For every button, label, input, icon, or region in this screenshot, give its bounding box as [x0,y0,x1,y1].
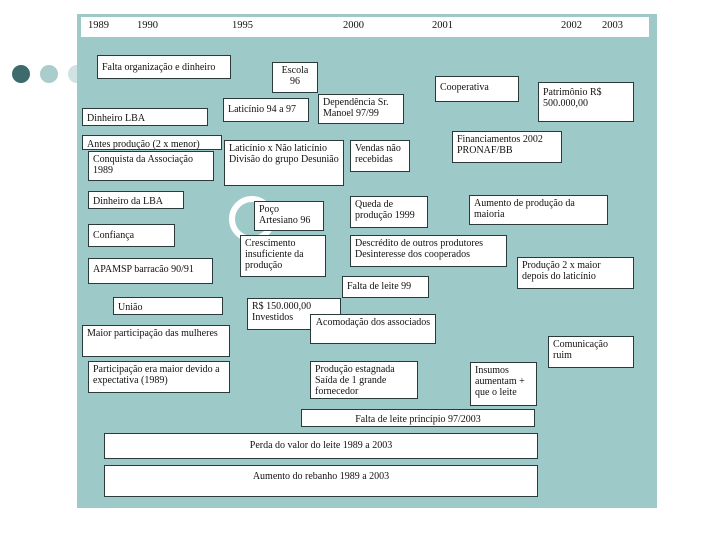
box-maior-participacao: Maior participação das mulheres [82,325,230,357]
box-text: Descrédito de outros produtores Desinter… [355,238,484,260]
box-text: Insumos aumentam + que o leite [475,365,525,398]
box-text: Dependência Sr. Manoel 97/99 [323,97,389,119]
year-label: 2002 [561,20,582,31]
box-text: Laticínio x Não laticínio Divisão do gru… [229,143,339,165]
year-label: 1995 [232,20,253,31]
year-label: 1990 [137,20,158,31]
box-perda-valor: Perda do valor do leite 1989 a 2003 [104,433,538,459]
box-text: Comunicação ruim [553,339,608,361]
year-label: 2001 [432,20,453,31]
box-producao-estagnada: Produção estagnada Saída de 1 grande for… [310,361,418,399]
box-text: Dinheiro LBA [87,113,146,124]
box-text: Escola 96 [281,65,309,87]
box-confianca: Confiança [88,224,175,247]
box-text: Confiança [93,230,135,241]
box-text: Produção estagnada Saída de 1 grande for… [315,364,395,397]
box-text: Patrimônio R$ 500.000,00 [543,87,602,109]
box-patrimonio: Patrimônio R$ 500.000,00 [538,82,634,122]
box-text: Aumento de produção da maioria [474,198,575,220]
box-financiamentos: Financiamentos 2002 PRONAF/BB [452,131,562,163]
box-text: Perda do valor do leite 1989 a 2003 [249,440,393,451]
box-text: Falta de leite princípio 97/2003 [355,414,481,425]
box-text: Queda de produção 1999 [355,199,415,221]
box-text: Cooperativa [440,82,489,93]
box-dinheiro-lba-top: Dinheiro LBA [82,108,208,126]
box-text: Financiamentos 2002 PRONAF/BB [457,134,543,156]
decorative-dot-light [40,65,58,83]
box-text: Antes produção (2 x menor) [87,139,200,150]
box-participacao-maior: Participação era maior devido a expectat… [88,361,230,393]
box-text: Poço Artesiano 96 [259,204,311,226]
box-text: Laticínio 94 a 97 [228,104,297,115]
year-label: 2003 [602,20,623,31]
box-vendas: Vendas não recebidas [350,140,410,172]
box-text: Produção 2 x maior depois do laticínio [522,260,601,282]
timeline-bar [81,17,649,37]
box-laticinio-x: Laticínio x Não laticínio Divisão do gru… [224,140,344,186]
box-dinheiro-lba: Dinheiro da LBA [88,191,184,209]
box-text: Aumento do rebanho 1989 a 2003 [252,471,390,482]
box-acomodacao: Acomodação dos associados [310,314,436,344]
box-descredito: Descrédito de outros produtores Desinter… [350,235,507,267]
box-conquista: Conquista da Associação 1989 [88,151,214,181]
box-text: Conquista da Associação 1989 [93,154,193,176]
box-falta-leite-99: Falta de leite 99 [342,276,429,298]
year-label: 2000 [343,20,364,31]
decorative-dot-dark [12,65,30,83]
box-laticinio-94-97: Laticínio 94 a 97 [223,98,309,122]
box-text: Dinheiro da LBA [93,196,163,207]
box-antes-producao: Antes produção (2 x menor) [82,135,222,150]
box-text: Crescimento insuficiente da produção [245,238,304,271]
box-text: Acomodação dos associados [315,317,431,328]
box-cooperativa: Cooperativa [435,76,519,102]
box-queda: Queda de produção 1999 [350,196,428,228]
box-falta-leite-principio: Falta de leite princípio 97/2003 [301,409,535,427]
box-comunicacao: Comunicação ruim [548,336,634,368]
year-label: 1989 [88,20,109,31]
box-falta-organizacao: Falta organização e dinheiro [97,55,231,79]
box-text: Participação era maior devido a expectat… [93,364,220,386]
box-crescimento: Crescimento insuficiente da produção [240,235,326,277]
box-aumento-producao: Aumento de produção da maioria [469,195,608,225]
box-dependencia: Dependência Sr. Manoel 97/99 [318,94,404,124]
box-text: R$ 150.000,00 Investidos [252,301,312,323]
box-text: Maior participação das mulheres [87,328,218,339]
box-producao-2x: Produção 2 x maior depois do laticínio [517,257,634,289]
box-text: Falta organização e dinheiro [102,62,216,73]
box-insumos: Insumos aumentam + que o leite [470,362,537,406]
box-apamsp: APAMSP barracão 90/91 [88,258,213,284]
box-aumento-rebanho: Aumento do rebanho 1989 a 2003 [104,465,538,497]
box-text: Falta de leite 99 [347,281,412,292]
box-poco: Poço Artesiano 96 [254,201,324,231]
box-uniao: União [113,297,223,315]
box-escola: Escola 96 [272,62,318,93]
box-text: Vendas não recebidas [355,143,401,165]
box-text: APAMSP barracão 90/91 [93,264,194,275]
box-text: União [118,302,143,313]
